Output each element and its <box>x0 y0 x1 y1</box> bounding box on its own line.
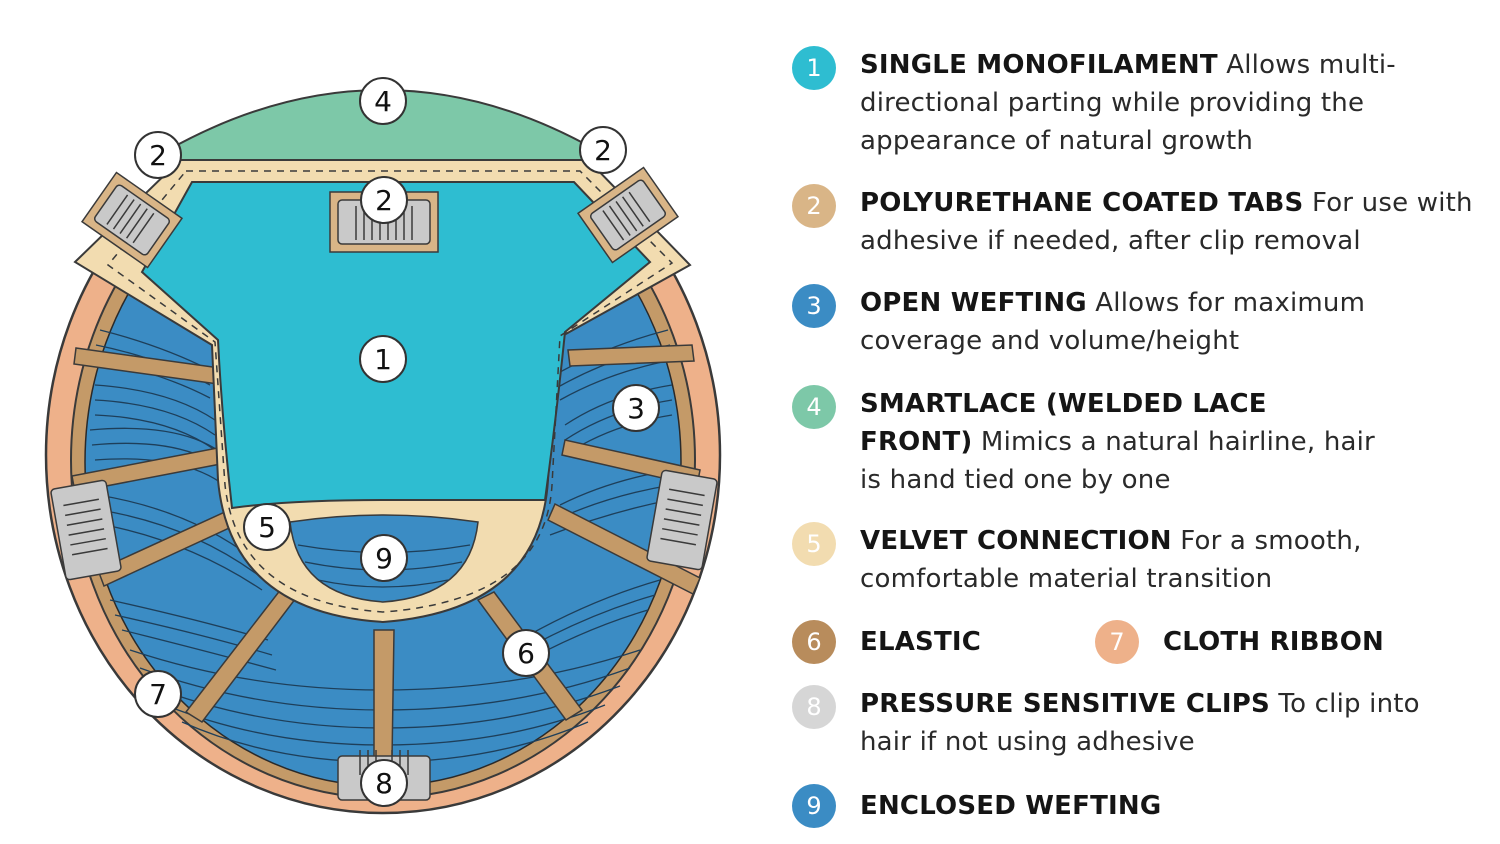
marker-7: 7 <box>134 670 182 718</box>
legend-badge-7: 7 <box>1095 620 1139 664</box>
legend-item-8: 8 PRESSURE SENSITIVE CLIPS To clip into … <box>792 685 1420 761</box>
legend-title-9: ENCLOSED WEFTING <box>860 791 1162 821</box>
legend-badge-4: 4 <box>792 385 836 429</box>
legend-badge-9: 9 <box>792 784 836 828</box>
legend-badge-6: 6 <box>792 620 836 664</box>
legend-item-7: 7 CLOTH RIBBON <box>1095 620 1384 664</box>
legend: 1 SINGLE MONOFILAMENT Allows multi-direc… <box>792 0 1492 844</box>
legend-item-2: 2 POLYURETHANE COATED TABS For use with … <box>792 184 1485 260</box>
marker-6: 6 <box>502 629 550 677</box>
right-tab-clip <box>576 166 680 264</box>
legend-desc-2: For use with adhesive if needed, after c… <box>860 188 1473 256</box>
legend-title-7: CLOTH RIBBON <box>1163 627 1384 657</box>
legend-item-9: 9 ENCLOSED WEFTING <box>792 784 1161 828</box>
marker-5-label: 5 <box>258 511 276 544</box>
legend-title-5: VELVET CONNECTION <box>860 526 1172 556</box>
velvet-stitching <box>106 170 674 613</box>
marker-6-label: 6 <box>517 637 535 670</box>
marker-7-label: 7 <box>149 678 167 711</box>
marker-2-left-label: 2 <box>149 139 167 172</box>
marker-2-left: 2 <box>134 131 182 179</box>
marker-2-right-label: 2 <box>594 134 612 167</box>
legend-badge-3: 3 <box>792 284 836 328</box>
marker-3-label: 3 <box>627 392 645 425</box>
legend-desc-3: Allows for maximum coverage and volume/h… <box>860 288 1366 356</box>
marker-1-label: 1 <box>374 343 392 376</box>
marker-2-center-label: 2 <box>375 184 393 217</box>
marker-9-label: 9 <box>375 542 393 575</box>
legend-item-5: 5 VELVET CONNECTION For a smooth, comfor… <box>792 522 1420 598</box>
marker-4: 4 <box>359 77 407 125</box>
elastic-spokes <box>71 344 701 761</box>
legend-badge-2: 2 <box>792 184 836 228</box>
marker-9: 9 <box>360 534 408 582</box>
legend-title-2: POLYURETHANE COATED TABS <box>860 188 1304 218</box>
legend-desc-5: For a smooth, comfortable material trans… <box>860 526 1362 594</box>
legend-item-3: 3 OPEN WEFTING Allows for maximum covera… <box>792 284 1420 360</box>
legend-title-4: SMARTLACE (WELDED LACE FRONT) <box>860 389 1267 457</box>
legend-item-1: 1 SINGLE MONOFILAMENT Allows multi-direc… <box>792 46 1470 160</box>
left-tab-clip <box>80 171 184 269</box>
legend-item-6: 6 ELASTIC <box>792 620 981 664</box>
marker-3: 3 <box>612 384 660 432</box>
left-side-clip <box>50 479 122 581</box>
marker-2-right: 2 <box>579 126 627 174</box>
legend-badge-5: 5 <box>792 522 836 566</box>
legend-text-9: ENCLOSED WEFTING <box>860 787 1161 825</box>
legend-desc-4: Mimics a natural hairline, hair is hand … <box>860 427 1375 495</box>
wig-cap-diagram: 4 2 2 2 1 3 5 9 6 7 8 <box>44 77 722 815</box>
legend-badge-1: 1 <box>792 46 836 90</box>
legend-text-2: POLYURETHANE COATED TABS For use with ad… <box>860 184 1485 260</box>
marker-4-label: 4 <box>374 85 392 118</box>
legend-text-7: CLOTH RIBBON <box>1163 623 1384 661</box>
marker-2-center: 2 <box>360 176 408 224</box>
legend-title-8: PRESSURE SENSITIVE CLIPS <box>860 689 1270 719</box>
legend-title-6: ELASTIC <box>860 627 982 657</box>
right-side-clip <box>646 469 718 571</box>
legend-item-4: 4 SMARTLACE (WELDED LACE FRONT) Mimics a… <box>792 385 1380 499</box>
legend-text-1: SINGLE MONOFILAMENT Allows multi-directi… <box>860 46 1470 160</box>
marker-5: 5 <box>243 503 291 551</box>
legend-desc-8: To clip into hair if not using adhesive <box>860 689 1420 757</box>
marker-8: 8 <box>360 759 408 807</box>
legend-text-3: OPEN WEFTING Allows for maximum coverage… <box>860 284 1420 360</box>
legend-badge-8: 8 <box>792 685 836 729</box>
marker-1: 1 <box>359 335 407 383</box>
legend-desc-1: Allows multi-directional parting while p… <box>860 50 1396 156</box>
legend-text-8: PRESSURE SENSITIVE CLIPS To clip into ha… <box>860 685 1420 761</box>
legend-title-1: SINGLE MONOFILAMENT <box>860 50 1218 80</box>
marker-8-label: 8 <box>375 767 393 800</box>
legend-text-5: VELVET CONNECTION For a smooth, comforta… <box>860 522 1420 598</box>
legend-text-4: SMARTLACE (WELDED LACE FRONT) Mimics a n… <box>860 385 1380 499</box>
legend-title-3: OPEN WEFTING <box>860 288 1087 318</box>
legend-text-6: ELASTIC <box>860 623 981 661</box>
